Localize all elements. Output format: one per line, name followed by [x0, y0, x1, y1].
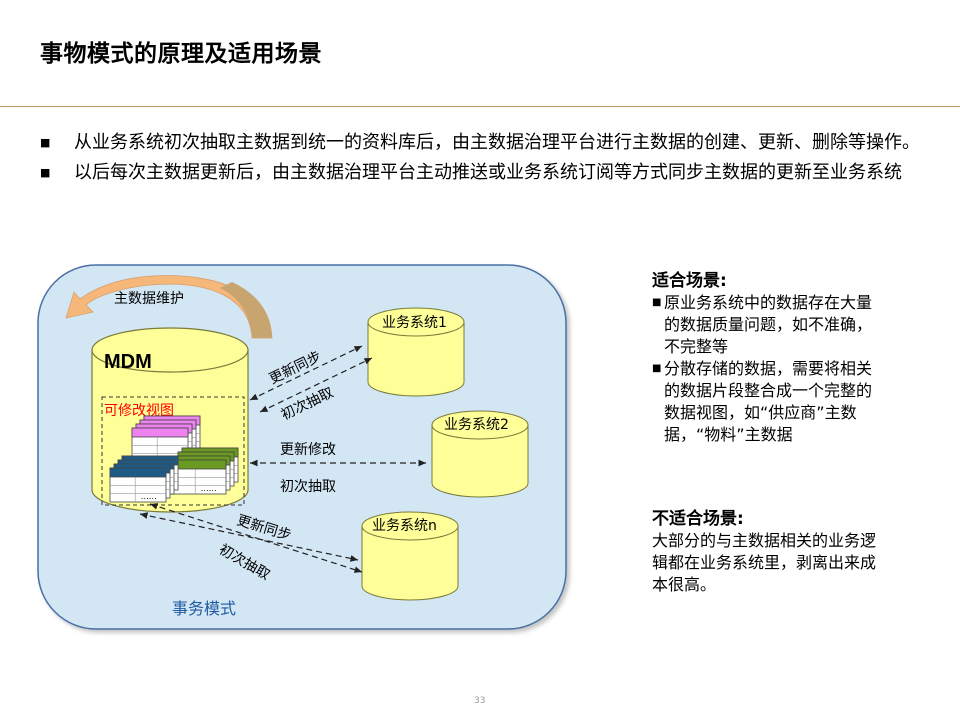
mode-label: 事务模式 [172, 599, 236, 618]
square-bullet-icon: ■ [652, 363, 662, 374]
bullet-text: 从业务系统初次抽取主数据到统一的资料库后，由主数据治理平台进行主数据的创建、更新… [74, 132, 920, 153]
table-icon [169, 459, 227, 495]
table-stack: …… [109, 455, 179, 503]
system-cylinder-1 [367, 307, 465, 397]
bullet-list: ■ 从业务系统初次抽取主数据到统一的资料库后，由主数据治理平台进行主数据的创建、… [38, 130, 943, 190]
maintenance-arrow [65, 275, 273, 339]
unsuitable-line: 大部分的与主数据相关的业务逻 [652, 531, 877, 550]
square-bullet-icon: ■ [652, 297, 662, 308]
page-number: 33 [474, 696, 486, 706]
extract-arrow-3 [149, 503, 363, 573]
unsuitable-line: 辑都在业务系统里，剥离出来成 [652, 553, 877, 572]
suitable-section: 适合场景: ■ 原业务系统中的数据存在大量 的数据质量问题，如不准确， 不完整等… [652, 270, 872, 446]
arrow-label-extract-2: 初次抽取 [280, 478, 336, 495]
system-label-n: 业务系统n [372, 518, 437, 534]
extract-arrow-1 [259, 357, 373, 413]
table-dots: …… [201, 484, 217, 493]
bullet-text: 以后每次主数据更新后，由主数据治理平台主动推送或业务系统订阅等方式同步主数据的更… [74, 162, 902, 183]
system-cylinder-n [361, 511, 459, 601]
suitable-line: 数据视图，如“供应商”主数 [664, 403, 857, 422]
mdm-label: MDM [104, 351, 152, 373]
unsuitable-section: 不适合场景: 大部分的与主数据相关的业务逻 辑都在业务系统里，剥离出来成 本很高… [652, 508, 876, 596]
title-divider [0, 106, 960, 107]
suitable-item-1: ■ 原业务系统中的数据存在大量 的数据质量问题，如不准确， 不完整等 [652, 292, 872, 358]
page-title: 事物模式的原理及适用场景 [40, 41, 322, 67]
suitable-line: 不完整等 [664, 337, 729, 356]
maintain-label: 主数据维护 [114, 291, 184, 307]
unsuitable-title: 不适合场景: [652, 509, 744, 529]
square-bullet-icon: ■ [40, 136, 51, 149]
table-dots: …… [141, 492, 157, 501]
table-stack: …… [169, 447, 239, 495]
suitable-line: 的数据质量问题，如不准确， [664, 315, 873, 334]
editable-view-label: 可修改视图 [104, 403, 174, 419]
system-label-2: 业务系统2 [444, 417, 509, 433]
unsuitable-line: 本很高。 [652, 575, 717, 594]
arrow-label-update-2: 更新修改 [280, 442, 336, 458]
suitable-line: 原业务系统中的数据存在大量 [664, 293, 873, 312]
suitable-line: 据，“物料”主数据 [664, 425, 793, 444]
system-label-1: 业务系统1 [382, 315, 447, 331]
bullet-item: ■ 从业务系统初次抽取主数据到统一的资料库后，由主数据治理平台进行主数据的创建、… [38, 130, 943, 155]
suitable-line: 的数据片段整合成一个完整的 [664, 381, 873, 400]
suitable-line: 分散存储的数据，需要将相关 [664, 359, 873, 378]
editable-view-box [101, 396, 245, 506]
square-bullet-icon: ■ [40, 166, 51, 179]
system-cylinder-2 [431, 410, 529, 498]
table-icon [109, 467, 167, 503]
bullet-item: ■ 以后每次主数据更新后，由主数据治理平台主动推送或业务系统订阅等方式同步主数据… [38, 160, 943, 185]
suitable-title: 适合场景: [652, 271, 727, 291]
suitable-item-2: ■ 分散存储的数据，需要将相关 的数据片段整合成一个完整的 数据视图，如“供应商… [652, 358, 872, 446]
